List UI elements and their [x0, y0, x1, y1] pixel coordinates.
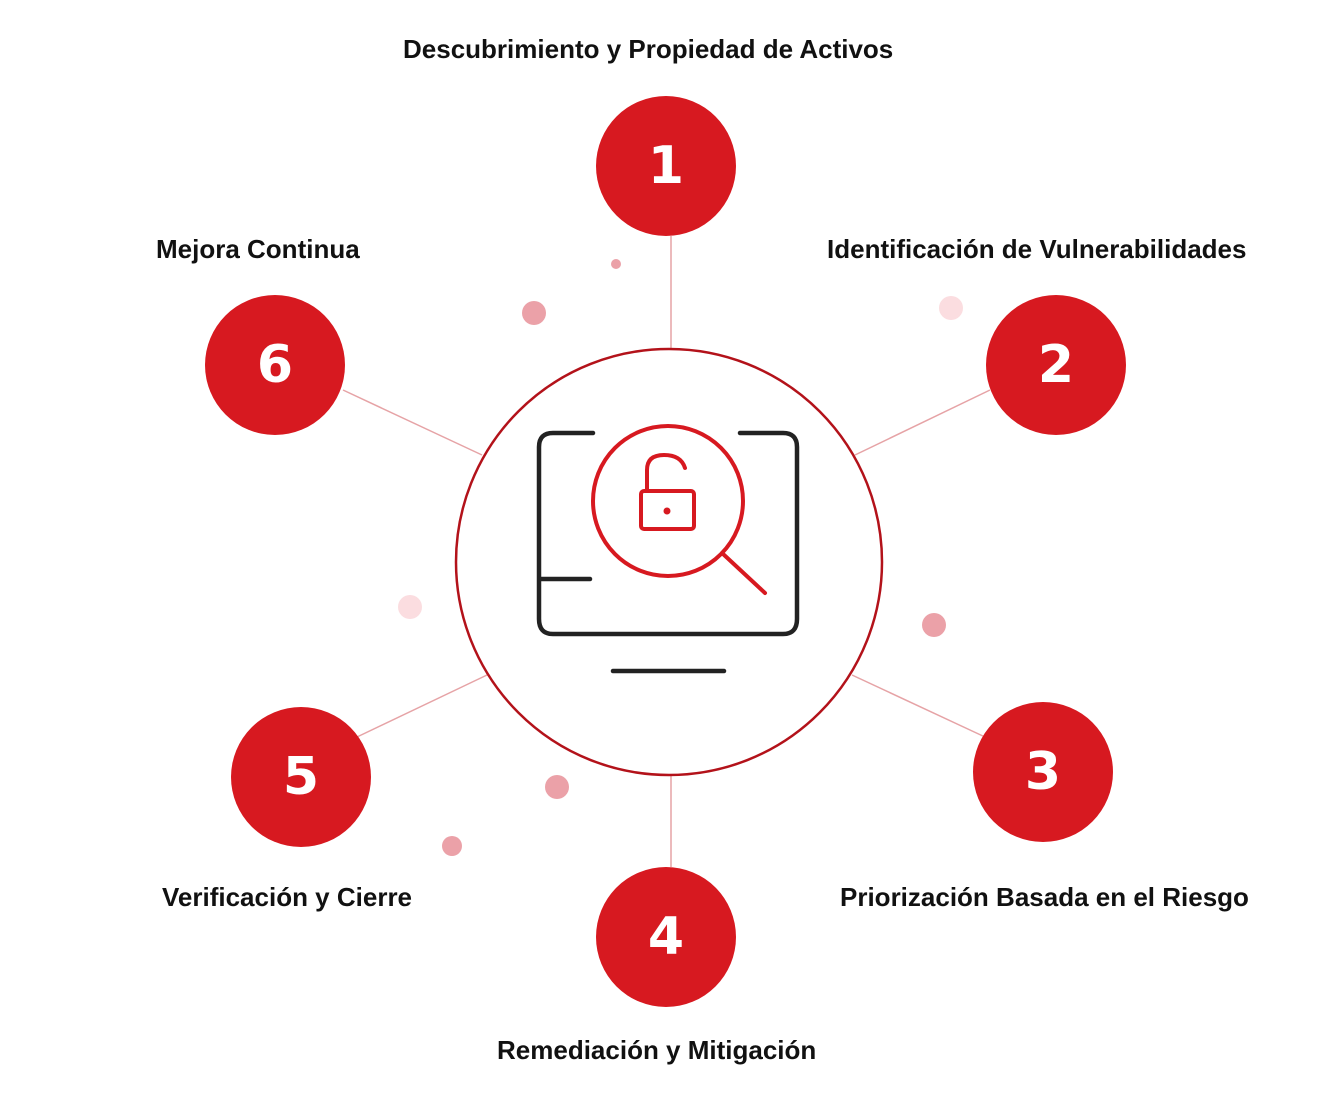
step-4-badge: 4 [596, 867, 736, 1007]
step-2-badge: 2 [986, 295, 1126, 435]
step-3-badge: 3 [973, 702, 1113, 842]
connector-6 [342, 389, 483, 456]
step-2-number: 2 [1037, 335, 1075, 395]
connectors [342, 236, 991, 867]
decorative-dot [398, 595, 422, 619]
decorative-dots [398, 259, 963, 856]
step-4-label: Remediación y Mitigación [497, 1035, 817, 1065]
connector-2 [854, 389, 991, 456]
step-6-number: 6 [256, 335, 294, 395]
step-5-badge: 5 [231, 707, 371, 847]
magnifier-padlock-icon [591, 424, 767, 595]
step-3-label: Priorización Basada en el Riesgo [840, 882, 1249, 912]
decorative-dot [442, 836, 462, 856]
step-5-number: 5 [282, 747, 320, 807]
step-1-badge: 1 [596, 96, 736, 236]
step-5-label: Verificación y Cierre [162, 882, 413, 912]
step-6-badge: 6 [205, 295, 345, 435]
step-4-number: 4 [647, 907, 685, 967]
step-1-number: 1 [647, 136, 685, 196]
decorative-dot [939, 296, 963, 320]
connector-3 [851, 674, 986, 738]
monitor-icon [536, 430, 800, 674]
step-1-label: Descubrimiento y Propiedad de Activos [403, 34, 894, 64]
step-6-label: Mejora Continua [156, 234, 360, 264]
decorative-dot [922, 613, 946, 637]
step-2-label: Identificación de Vulnerabilidades [827, 234, 1247, 264]
decorative-dot [522, 301, 546, 325]
connector-5 [356, 674, 488, 738]
decorative-dot [545, 775, 569, 799]
central-ring [454, 347, 884, 777]
decorative-dot [611, 259, 621, 269]
step-3-number: 3 [1024, 742, 1062, 802]
